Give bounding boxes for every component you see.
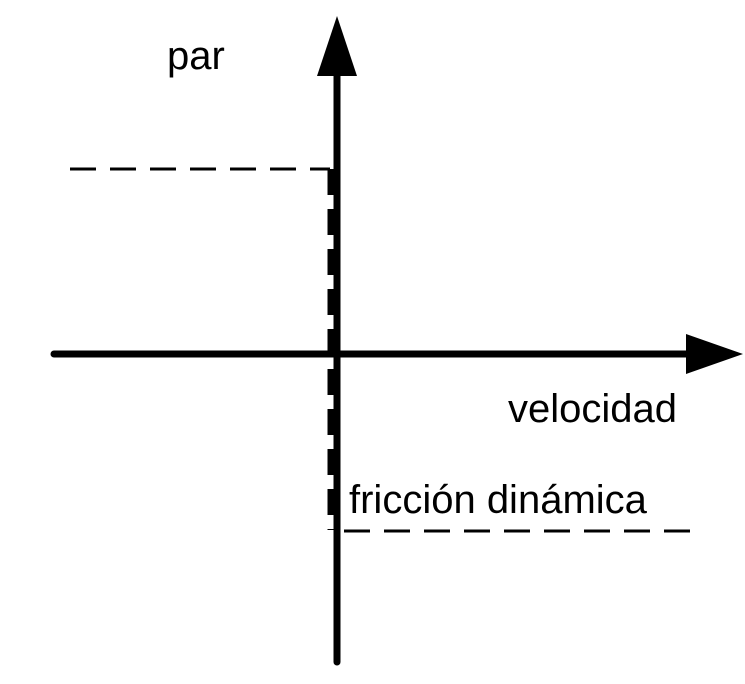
- y-axis-arrow-icon: [317, 16, 357, 76]
- x-axis-arrow-icon: [686, 334, 743, 374]
- dynamic-friction-label: fricción dinámica: [349, 478, 648, 522]
- x-axis-label: velocidad: [508, 387, 677, 431]
- y-axis-label: par: [167, 34, 225, 78]
